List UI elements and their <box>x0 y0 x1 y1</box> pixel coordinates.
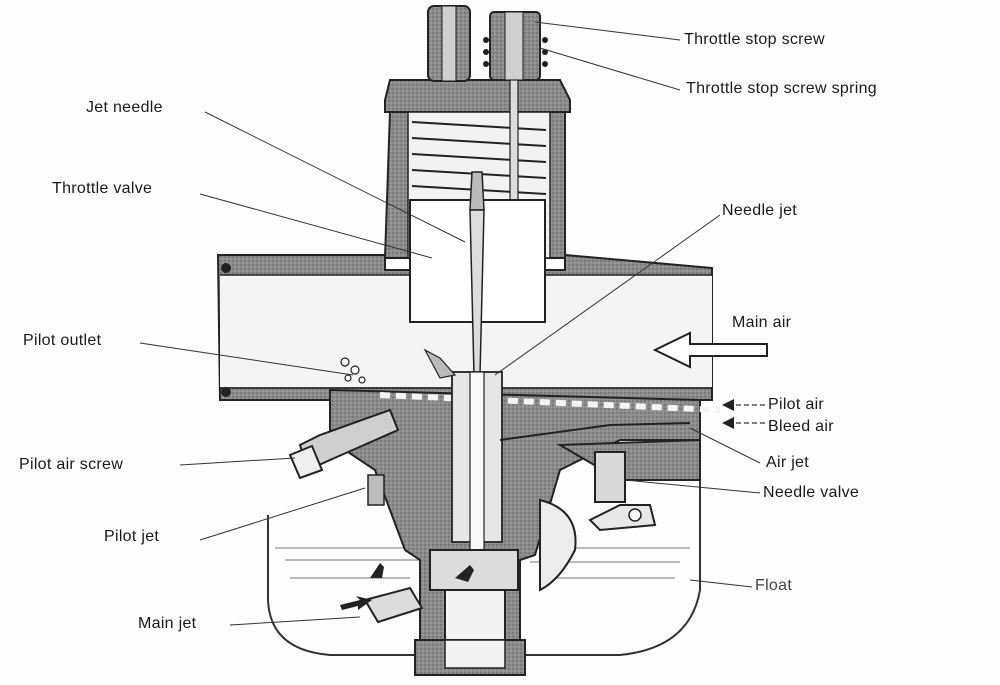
label-pilot-air: Pilot air <box>768 396 825 413</box>
label-pilot-outlet: Pilot outlet <box>23 332 102 349</box>
leader-lines <box>139 21 761 626</box>
label-pilot-jet: Pilot jet <box>104 528 160 545</box>
pilot-air-screw-assembly <box>288 408 400 480</box>
label-main-jet: Main jet <box>138 615 197 632</box>
needle-valve <box>594 451 626 503</box>
label-throttle-stop-screw: Throttle stop screw <box>684 31 825 48</box>
label-bleed-air: Bleed air <box>768 418 834 435</box>
top-cap <box>384 79 571 113</box>
label-throttle-stop-screw-spring: Throttle stop screw spring <box>686 80 877 97</box>
label-air-jet: Air jet <box>766 454 809 471</box>
stop-screw-spring <box>483 37 548 67</box>
pilot-jet <box>367 474 385 506</box>
main-air-arrow <box>652 331 768 369</box>
float <box>539 498 577 592</box>
label-pilot-air-screw: Pilot air screw <box>19 456 124 473</box>
flow-arrows <box>340 563 474 610</box>
label-needle-valve: Needle valve <box>763 484 860 501</box>
label-jet-needle: Jet needle <box>86 99 163 116</box>
label-throttle-valve: Throttle valve <box>52 180 153 197</box>
label-main-air: Main air <box>732 314 792 331</box>
label-float: Float <box>755 577 793 594</box>
pilot-outlet-bubbles <box>340 357 366 384</box>
main-jet <box>363 586 424 624</box>
label-needle-jet: Needle jet <box>722 202 798 219</box>
float-arm <box>588 504 657 532</box>
jet-needle-clip <box>469 171 485 211</box>
